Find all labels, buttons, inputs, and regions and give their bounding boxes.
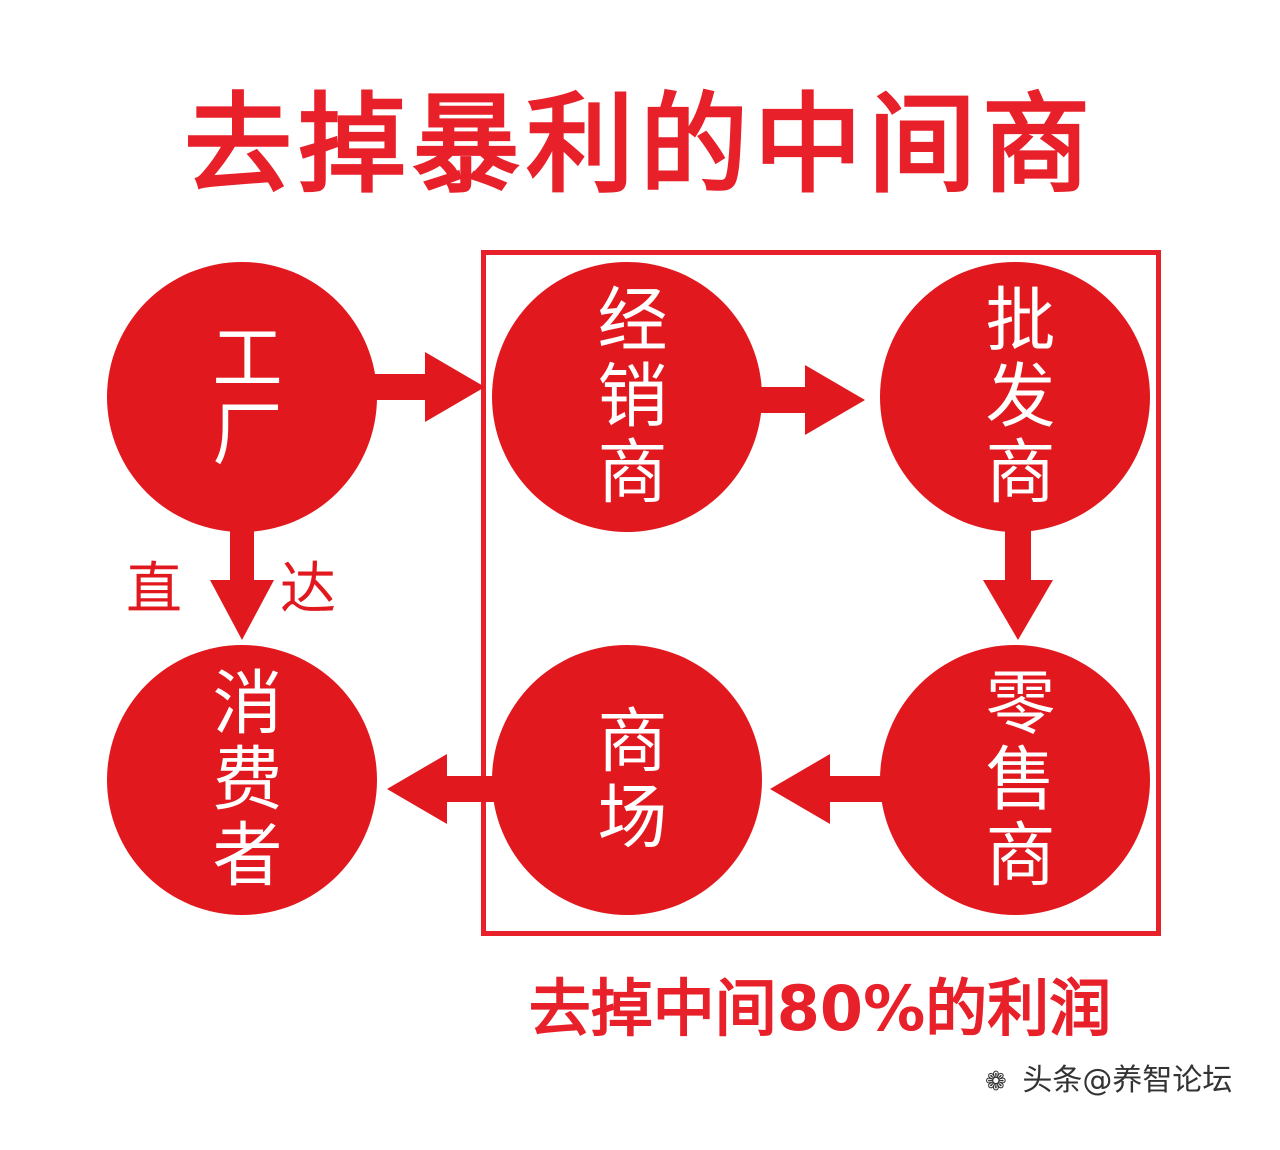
direct-label-left: 直 xyxy=(126,557,182,622)
node-consumer: 消费者 xyxy=(107,645,377,915)
node-wholesaler: 批发商 xyxy=(880,262,1150,532)
page-title: 去掉暴利的中间商 xyxy=(183,83,1096,208)
watermark-text: 头条@养智论坛 xyxy=(1022,1063,1233,1098)
arrow-retailer-to-mall xyxy=(770,754,885,824)
watermark: ❁ 头条@养智论坛 xyxy=(985,1066,1232,1096)
arrow-mall-to-consumer xyxy=(387,754,497,824)
arrow-wholesaler-to-retailer xyxy=(983,530,1053,640)
node-retailer: 零售商 xyxy=(880,645,1150,915)
node-consumer-label: 消费者 xyxy=(201,666,283,894)
node-retailer-label: 零售商 xyxy=(974,666,1056,894)
arrow-factory-to-consumer-direct xyxy=(210,530,274,640)
footer-caption: 去掉中间80%的利润 xyxy=(528,972,1112,1045)
arrow-distributor-to-wholesaler xyxy=(755,365,865,435)
arrow-factory-to-distributor xyxy=(365,352,485,422)
node-factory-label: 工厂 xyxy=(201,321,283,473)
middlemen-frame xyxy=(481,250,1161,936)
chat-bubble-icon: ❁ xyxy=(985,1067,1007,1097)
node-mall: 商场 xyxy=(492,645,762,915)
node-distributor: 经销商 xyxy=(492,262,762,532)
direct-label-right: 达 xyxy=(280,557,336,622)
node-mall-label: 商场 xyxy=(586,704,668,856)
node-wholesaler-label: 批发商 xyxy=(974,283,1056,511)
node-distributor-label: 经销商 xyxy=(586,283,668,511)
node-factory: 工厂 xyxy=(107,262,377,532)
